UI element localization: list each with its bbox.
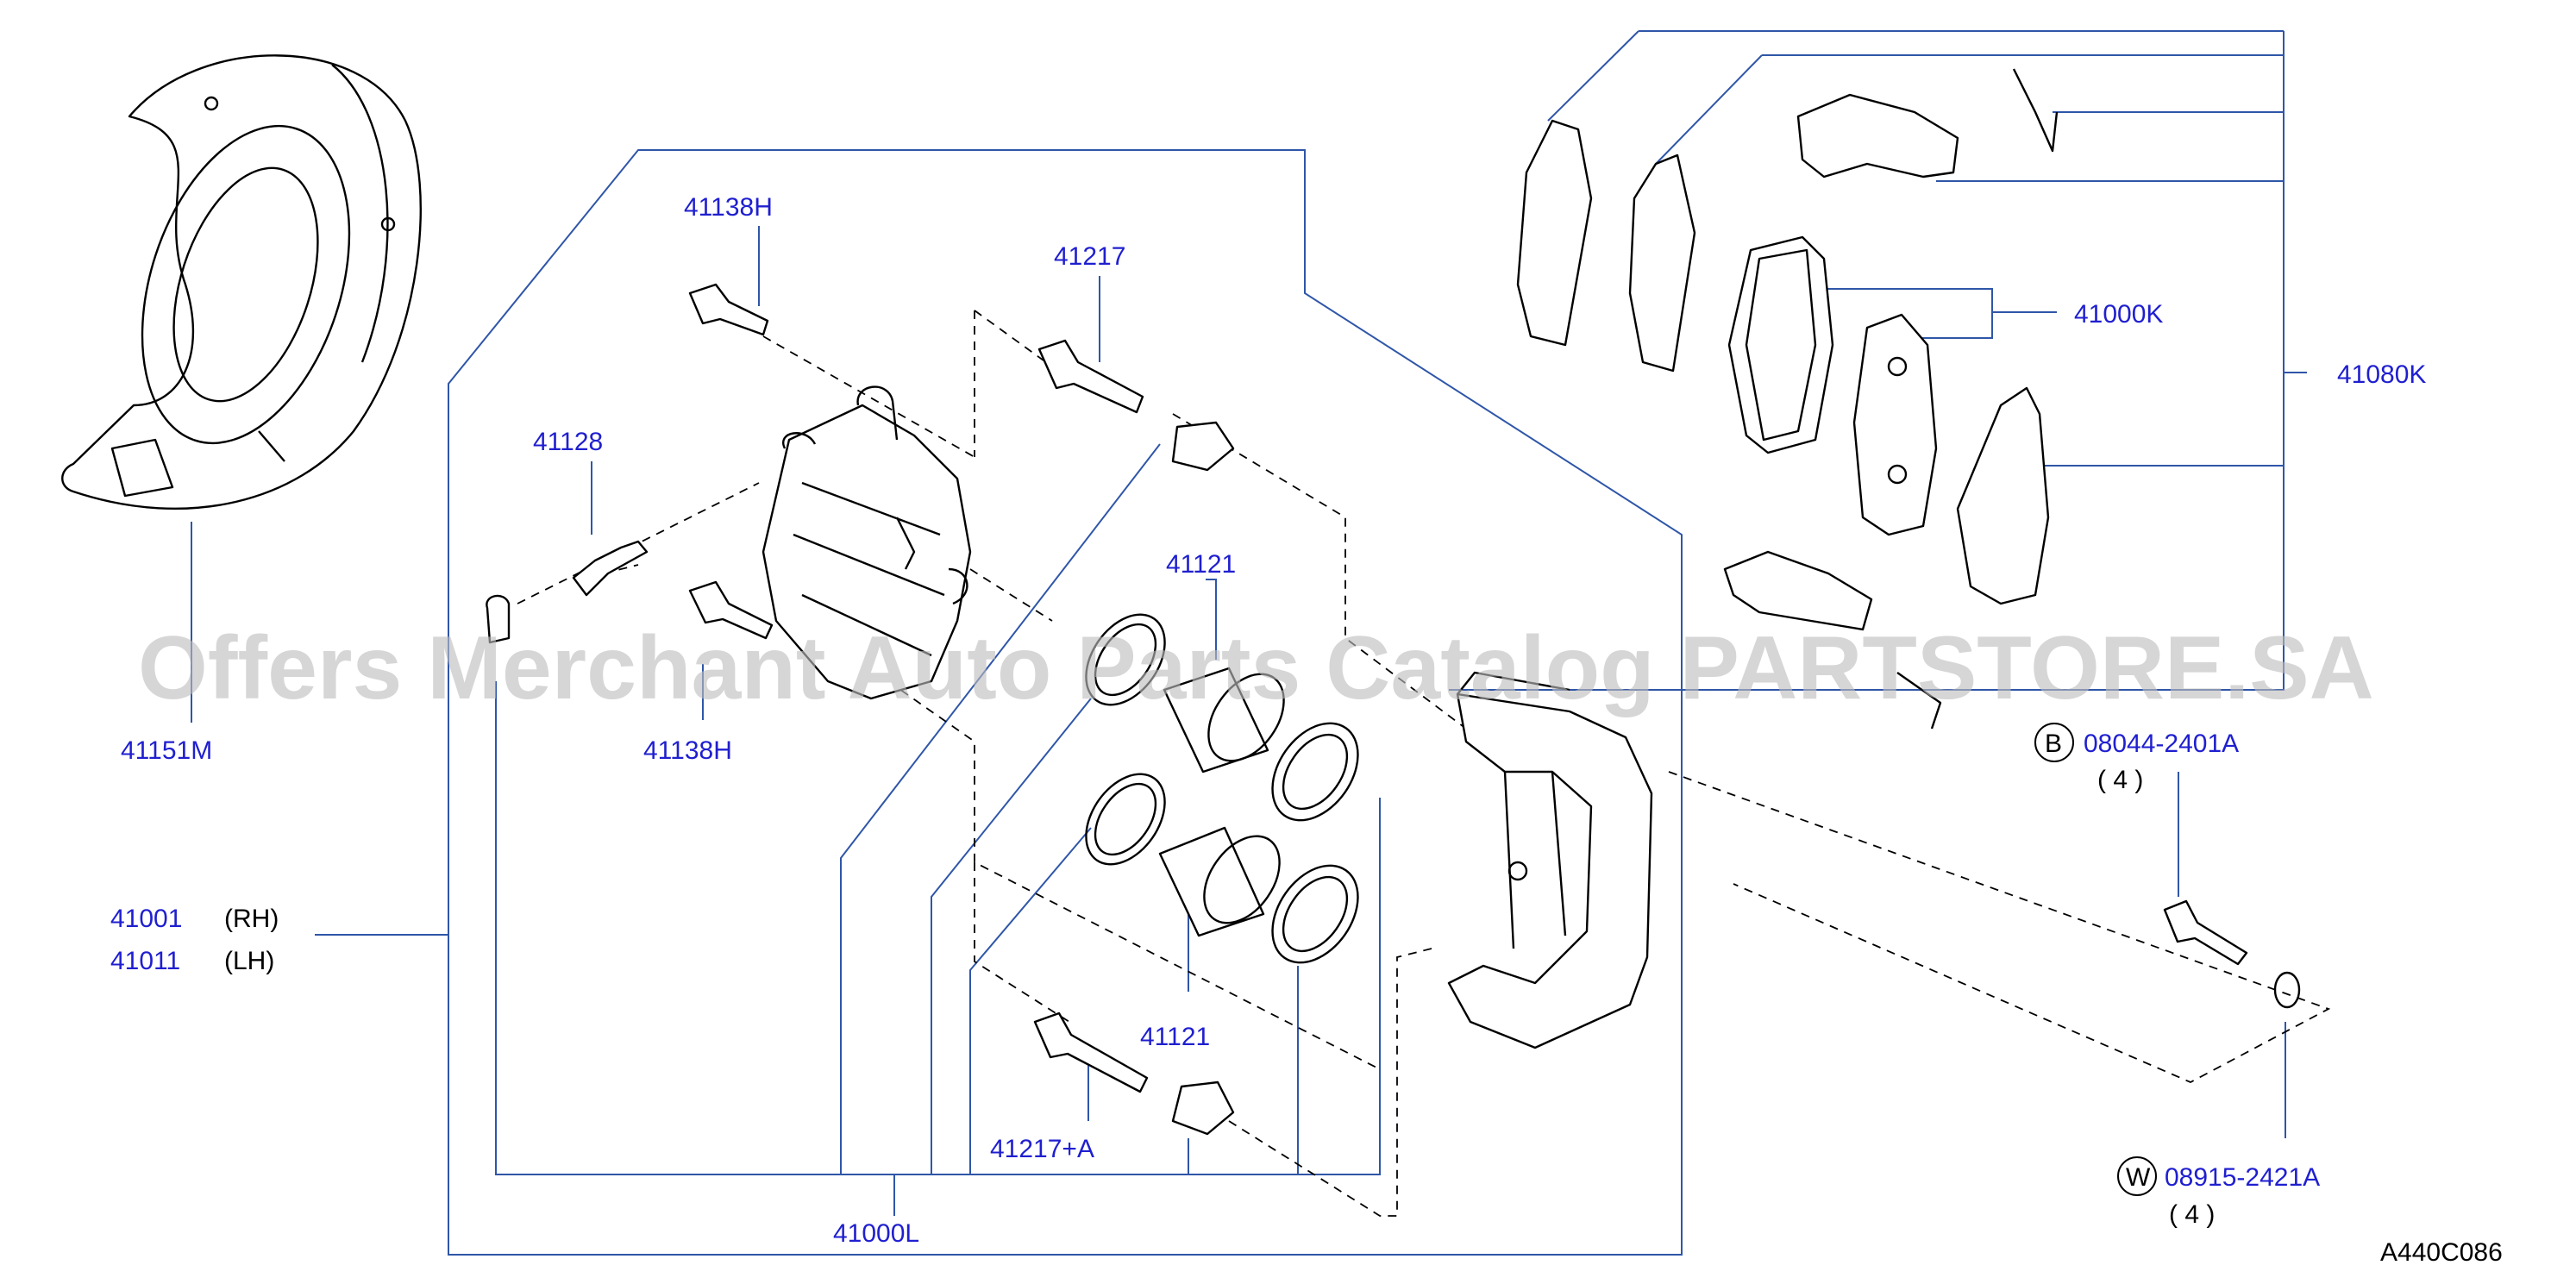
pins-and-bolts	[572, 283, 2301, 1093]
label-41217a[interactable]: 41217+A	[990, 1135, 1094, 1163]
label-41001[interactable]: 41001	[110, 905, 182, 933]
label-41121-bottom[interactable]: 41121	[1140, 1023, 1210, 1051]
washer-badge-circle	[2117, 1156, 2157, 1196]
label-41138h-top[interactable]: 41138H	[684, 193, 773, 222]
label-41121-top[interactable]: 41121	[1166, 550, 1236, 579]
label-41011[interactable]: 41011	[110, 947, 180, 975]
label-41080k[interactable]: 41080K	[2337, 360, 2426, 389]
bolt-badge-letter: B	[2045, 730, 2062, 758]
leader-lines	[191, 30, 2307, 1256]
label-bolt-qty: ( 4 )	[2097, 766, 2143, 794]
seals-and-pistons	[1085, 613, 1359, 964]
torque-member	[1447, 671, 1653, 1049]
label-washer-qty: ( 4 )	[2169, 1200, 2215, 1229]
bolt-badge-circle	[2034, 723, 2074, 762]
watermark-text: Offers Merchant Auto Parts Catalog PARTS…	[138, 618, 2374, 718]
washer-badge-letter: W	[2126, 1163, 2151, 1192]
label-41001-side: (RH)	[224, 905, 279, 933]
diagram-code: A440C086	[2380, 1238, 2503, 1267]
caliper-body	[762, 385, 972, 700]
label-41217[interactable]: 41217	[1054, 242, 1125, 271]
label-41138h-mid[interactable]: 41138H	[643, 736, 732, 765]
label-bolt-code[interactable]: 08044-2401A	[2084, 730, 2239, 758]
part-labels: 41151M 41138H 41128 41217 41138H 41121 4…	[110, 193, 2503, 1267]
dust-shield	[61, 54, 422, 510]
label-washer-code[interactable]: 08915-2421A	[2165, 1163, 2320, 1192]
label-41128[interactable]: 41128	[533, 428, 603, 456]
label-41151m[interactable]: 41151M	[121, 736, 212, 765]
label-41000l[interactable]: 41000L	[833, 1219, 919, 1248]
boots	[486, 421, 1235, 1136]
pads-shims-clips	[1516, 68, 2059, 730]
label-41011-side: (LH)	[224, 947, 274, 975]
assembly-dashed-lines	[517, 310, 2331, 1217]
label-41000k[interactable]: 41000K	[2074, 300, 2163, 329]
